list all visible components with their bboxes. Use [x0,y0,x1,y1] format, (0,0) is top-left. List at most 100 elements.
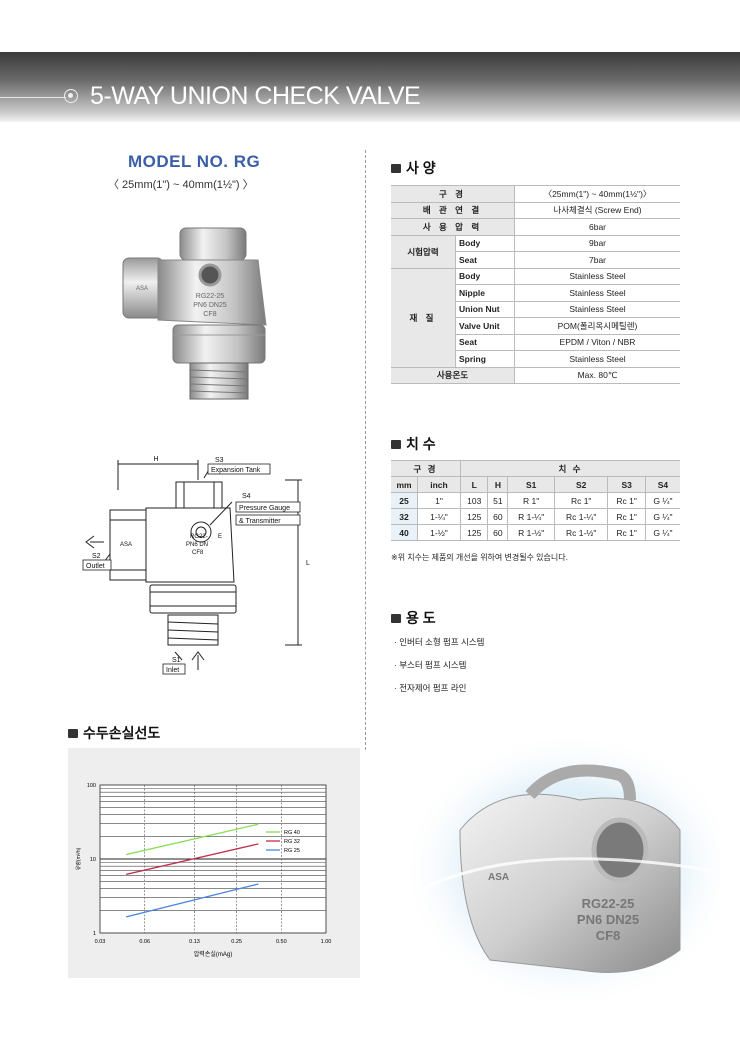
dimensions-note: ※위 치수는 제품의 개선을 위하여 변경될수 있습니다. [391,553,568,562]
photo-side-mark: ASA [136,286,148,292]
loss-chart-heading-text: 수두손실선도 [83,725,161,741]
dimensions-heading: 치 수 [391,434,436,454]
table-cell: 32 [391,508,418,525]
dim-label-s4: S4 [242,493,251,500]
spec-value: 나사체결식 (Screw End) [514,201,680,219]
dimensions-heading-text: 치 수 [406,436,436,452]
series-line-rg-32 [125,843,259,875]
table-cell: Rc 1" [607,524,646,541]
spec-value: POM(폴리옥시메틸렌) [514,317,680,335]
table-cell: 40 [391,524,418,541]
closeup-mark-line3: CF8 [596,928,621,943]
usage-item: · 부스터 펌프 시스템 [394,660,467,670]
loss-chart-heading: 수두손실선도 [68,723,160,743]
closeup-mark-line2: PN6 DN25 [577,912,639,927]
dim-label-s1: S1 [172,657,181,664]
table-cell: R 1-½" [507,524,555,541]
table-cell: R 1-¼" [507,508,555,525]
spec-sublabel: Seat [455,333,515,351]
series-line-rg-40 [125,823,259,856]
column-header: L [459,476,489,493]
spec-label: 구 경 [391,185,515,203]
x-tick-label: 0.25 [231,939,242,945]
spec-label: 재 질 [391,267,456,368]
table-row: 32 1-¼" 125 60 R 1-¼" Rc 1-¼" Rc 1" G ¼" [391,508,680,525]
table-row: 구 경 치 수 [391,460,680,477]
spec-value: 〈25mm(1") ~ 40mm(1½")〉 [514,185,680,203]
table-cell: R 1" [507,492,555,509]
y-tick-label: 100 [87,783,96,789]
y-tick-label: 10 [90,857,96,863]
x-tick-label: 0.03 [95,939,106,945]
table-cell: G ¼" [644,508,680,525]
table-row: 배 관 연 결 나사체결식 (Screw End) [391,201,680,219]
model-number: MODEL NO. RG [128,152,261,171]
table-row: 구 경 〈25mm(1") ~ 40mm(1½")〉 [391,185,680,203]
table-row: Valve Unit POM(폴리옥시메틸렌) [391,317,680,335]
table-cell: Rc 1-¼" [553,508,609,525]
spec-value: Stainless Steel [514,300,680,318]
spec-sublabel: Nipple [455,284,515,302]
spec-value: 9bar [514,234,680,252]
spec-value: Stainless Steel [514,267,680,285]
model-size-range: 〈 25mm(1") ~ 40mm(1½") 〉 [108,179,254,191]
spec-sublabel: Seat [455,251,515,269]
spec-sublabel: Body [455,267,515,285]
spec-value: 6bar [514,218,680,236]
table-cell: 51 [487,492,509,509]
table-row: 40 1-½" 125 60 R 1-½" Rc 1-½" Rc 1" G ¼" [391,524,680,541]
table-cell: 1-½" [417,524,461,541]
label-expansion-tank: Expansion Tank [211,467,261,474]
spec-sublabel: Spring [455,350,515,368]
spec-value: Stainless Steel [514,284,680,302]
chart-grid [99,784,327,934]
dims-head-dims: 치 수 [460,460,680,477]
spec-heading: 사 양 [391,158,436,178]
table-cell: 125 [459,508,489,525]
photo-mark-line2: PN6 DN25 [193,302,227,309]
usage-item: · 인버터 소형 펌프 시스템 [394,637,485,647]
column-header: S4 [644,476,680,493]
legend-label: RG 32 [284,839,300,845]
heading-bullet-icon [391,439,401,449]
spec-sublabel: Valve Unit [455,317,515,335]
y-tick-label: 1 [93,931,96,937]
table-cell: G ¼" [644,524,680,541]
page-title: 5-WAY UNION CHECK VALVE [90,82,421,110]
closeup-mark-line1: RG22-25 [582,896,635,911]
column-header: S3 [607,476,646,493]
heading-bullet-icon [391,163,401,173]
table-cell: 1" [417,492,461,509]
drawing-side-mark: ASA [120,542,132,548]
dimensions-table: 구 경 치 수 mm inch L H S1 S2 S3 S4 25 1" 10… [391,460,680,541]
table-cell: Rc 1-½" [553,524,609,541]
column-header: S2 [553,476,609,493]
table-row: 사용온도 Max. 80℃ [391,366,680,384]
spec-heading-text: 사 양 [406,160,436,176]
column-header: H [487,476,509,493]
table-cell: 103 [459,492,489,509]
usage-heading: 용 도 [391,608,436,628]
table-row: 사 용 압 력 6bar [391,218,680,236]
target-icon [64,89,78,103]
photo-mark-line3: CF8 [203,311,216,318]
drawing-mark-line3: CF8 [192,550,204,556]
dim-label-s2: S2 [92,553,101,560]
series-line-rg-25 [125,883,259,918]
table-row: Nipple Stainless Steel [391,284,680,302]
spec-sublabel: Body [455,234,515,252]
table-cell: 60 [487,508,509,525]
table-cell: 60 [487,524,509,541]
dims-head-bore: 구 경 [391,460,461,477]
spec-value: 7bar [514,251,680,269]
table-row: 25 1" 103 51 R 1" Rc 1" Rc 1" G ¼" [391,492,680,509]
table-row: 재 질 Body Stainless Steel [391,267,680,368]
label-outlet: Outlet [86,563,105,570]
spec-label: 사 용 압 력 [391,218,515,236]
table-cell: G ¼" [644,492,680,509]
header-rule [0,97,66,98]
usage-item: · 전자제어 펌프 라인 [394,683,467,693]
dimension-drawing: H L S3 S4 S2 S1 RG22- E PN6 DN CF8 ASA E… [82,456,310,675]
